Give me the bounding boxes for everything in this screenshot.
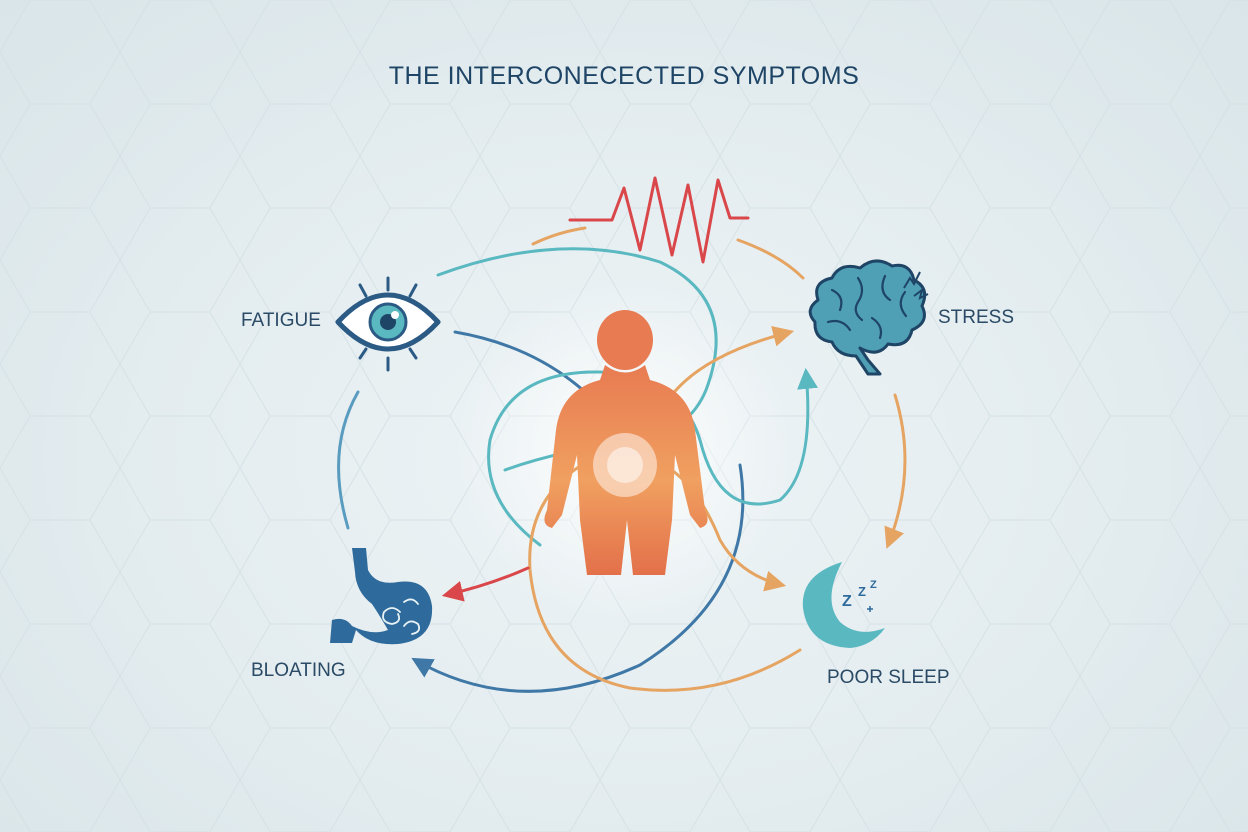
arc-body-to-bloating <box>441 566 530 602</box>
diagram-title: THE INTERCONECECTED SYMPTOMS <box>388 62 860 90</box>
svg-text:Z: Z <box>842 593 852 610</box>
bloating-label: BLOATING <box>251 660 346 681</box>
arc-fatigue-to-bloating <box>337 390 360 530</box>
svg-text:Z: Z <box>870 579 877 591</box>
arc-orange-loop-to-sleep <box>528 451 802 692</box>
arc-pulse-to-stress <box>736 238 805 280</box>
arc-loop-to-bloating <box>411 463 745 693</box>
moon-sleep-icon: Z Z Z <box>802 562 885 648</box>
heartbeat-pulse-icon <box>568 176 750 264</box>
eye-icon <box>335 276 441 372</box>
stomach-icon <box>330 548 433 645</box>
fatigue-label: FATIGUE <box>241 310 321 331</box>
brain-icon <box>808 259 929 376</box>
arc-stress-to-sleep <box>884 393 907 549</box>
arc-body-to-stress <box>666 325 795 402</box>
poor-sleep-label: POOR SLEEP <box>827 667 950 688</box>
stress-label: STRESS <box>938 307 1015 328</box>
human-body-icon <box>544 310 708 575</box>
arc-fatigue-to-pulse <box>531 226 587 246</box>
svg-text:Z: Z <box>858 584 866 599</box>
